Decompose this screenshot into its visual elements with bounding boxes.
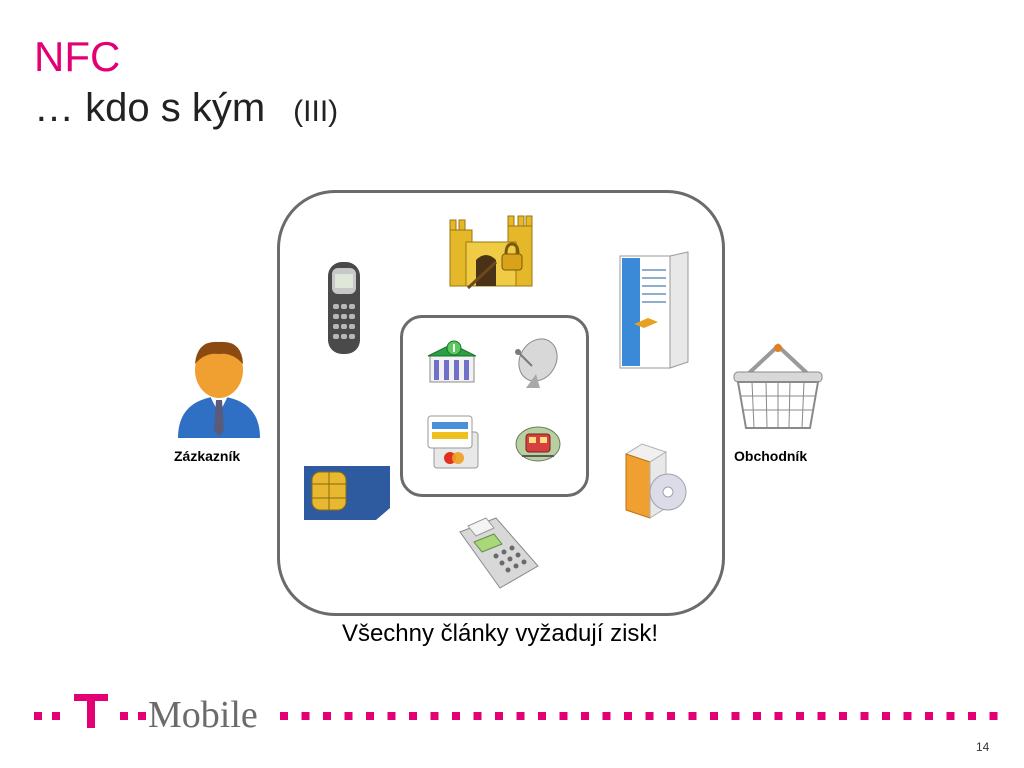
- logo-dot: [667, 712, 675, 720]
- logo-dot: [409, 712, 417, 720]
- logo-dot: [882, 712, 890, 720]
- logo-dot: [989, 712, 998, 720]
- satellite-dish-icon: [515, 338, 558, 388]
- logo-dot: [323, 712, 331, 720]
- logo-dot: [688, 712, 697, 720]
- logo-dot: [366, 712, 374, 720]
- logo-dot: [538, 712, 546, 720]
- logo-dot: [839, 712, 847, 720]
- payment-cards-icon: [427, 415, 479, 469]
- ecosystem-outer-frame: [277, 190, 725, 616]
- logo-dot: [301, 712, 310, 720]
- logo-dot: [387, 712, 396, 720]
- t-mobile-logo: Mobile: [34, 694, 998, 734]
- customer-person-icon: [178, 341, 260, 438]
- logo-dot: [645, 712, 654, 720]
- logo-dot: [731, 712, 740, 720]
- sim-card-icon: [304, 466, 390, 520]
- slide-title: NFC: [34, 33, 121, 80]
- logo-dot: [516, 712, 525, 720]
- page-number: 14: [976, 740, 990, 754]
- logo-dot: [796, 712, 804, 720]
- bank-icon: [427, 340, 476, 383]
- subtitle-text: … kdo s kým: [34, 86, 266, 130]
- logo-dot: [495, 712, 503, 720]
- logo-dot: [817, 712, 826, 720]
- logo-dot: [753, 712, 761, 720]
- logo-dot: [946, 712, 955, 720]
- logo-dot: [602, 712, 611, 720]
- mobile-phone-icon: [328, 262, 360, 354]
- logo-dot: [430, 712, 439, 720]
- customer-label: Zázkazník: [174, 448, 241, 464]
- slide-subtitle: … kdo s kým (III): [34, 86, 338, 130]
- logo-dot: [968, 712, 976, 720]
- merchant-label: Obchodník: [734, 448, 808, 464]
- logo-dot: [473, 712, 482, 720]
- ecosystem-inner-frame: [400, 315, 589, 497]
- slide-caption: Všechny články vyžadují zisk!: [341, 620, 659, 647]
- payment-terminal-icon: [459, 517, 539, 589]
- logo-dot: [903, 712, 912, 720]
- shopping-basket-icon: [733, 343, 823, 429]
- logo-dot: [344, 712, 353, 720]
- logo-dot: [925, 712, 933, 720]
- logo-dot: [624, 712, 632, 720]
- castle-lock-icon: [449, 215, 533, 290]
- train-ticket-icon: [515, 426, 561, 462]
- logo-dot: [774, 712, 783, 720]
- logo-dot: [860, 712, 869, 720]
- subtitle-roman: (III): [293, 95, 339, 128]
- logo-dot: [581, 712, 589, 720]
- server-tower-icon: [619, 251, 689, 369]
- logo-dot: [280, 712, 288, 720]
- logo-dot: [559, 712, 568, 720]
- logo-dot: [452, 712, 460, 720]
- logo-dot: [710, 712, 718, 720]
- software-box-cd-icon: [624, 443, 687, 519]
- logo-wordmark: Mobile: [148, 694, 258, 734]
